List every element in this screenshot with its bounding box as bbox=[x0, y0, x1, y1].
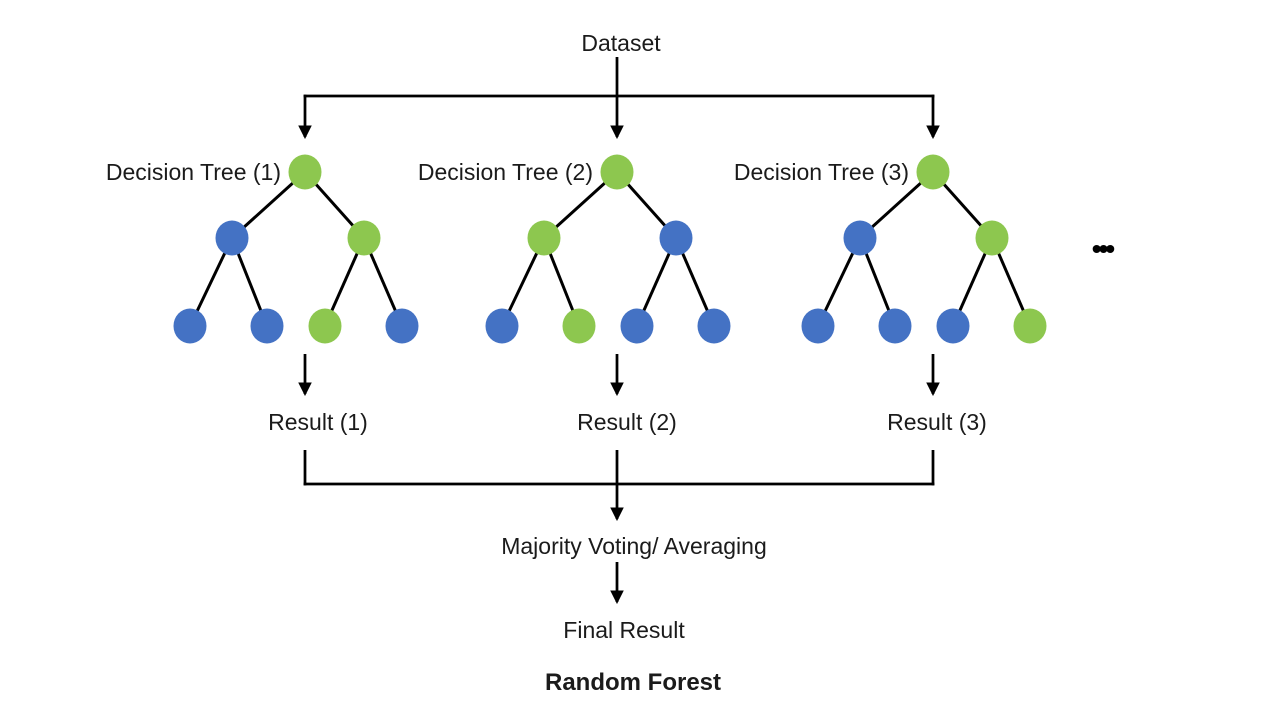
result-label-3: Result (3) bbox=[887, 409, 987, 435]
decision-tree-2 bbox=[485, 154, 731, 344]
tree-node-blue bbox=[620, 308, 654, 344]
tree-node-blue bbox=[485, 308, 519, 344]
decision-tree-3 bbox=[801, 154, 1047, 344]
tree-label-3: Decision Tree (3) bbox=[734, 159, 909, 185]
decision-tree-1 bbox=[173, 154, 419, 344]
tree-node-green bbox=[975, 220, 1009, 256]
tree-node-green bbox=[916, 154, 950, 190]
tree-node-green bbox=[347, 220, 381, 256]
tree-node-blue bbox=[801, 308, 835, 344]
result-label-2: Result (2) bbox=[577, 409, 677, 435]
diagram-title: Random Forest bbox=[545, 669, 721, 696]
more-trees-ellipsis-icon: ••• bbox=[1092, 233, 1115, 264]
tree-label-2: Decision Tree (2) bbox=[418, 159, 593, 185]
tree-label-1: Decision Tree (1) bbox=[106, 159, 281, 185]
dataset-label: Dataset bbox=[581, 30, 661, 56]
tree-node-green bbox=[288, 154, 322, 190]
tree-node-green bbox=[1013, 308, 1047, 344]
trees-layer bbox=[173, 154, 1047, 344]
tree-node-blue bbox=[250, 308, 284, 344]
tree-node-blue bbox=[697, 308, 731, 344]
tree-node-blue bbox=[173, 308, 207, 344]
tree-node-blue bbox=[385, 308, 419, 344]
tree-node-blue bbox=[878, 308, 912, 344]
tree-node-green bbox=[527, 220, 561, 256]
tree-node-green bbox=[308, 308, 342, 344]
tree-node-green bbox=[562, 308, 596, 344]
tree-node-blue bbox=[659, 220, 693, 256]
result-label-1: Result (1) bbox=[268, 409, 368, 435]
tree-node-blue bbox=[936, 308, 970, 344]
tree-node-green bbox=[600, 154, 634, 190]
final-result-label: Final Result bbox=[563, 617, 685, 643]
tree-node-blue bbox=[843, 220, 877, 256]
tree-node-blue bbox=[215, 220, 249, 256]
majority-voting-label: Majority Voting/ Averaging bbox=[501, 533, 767, 559]
